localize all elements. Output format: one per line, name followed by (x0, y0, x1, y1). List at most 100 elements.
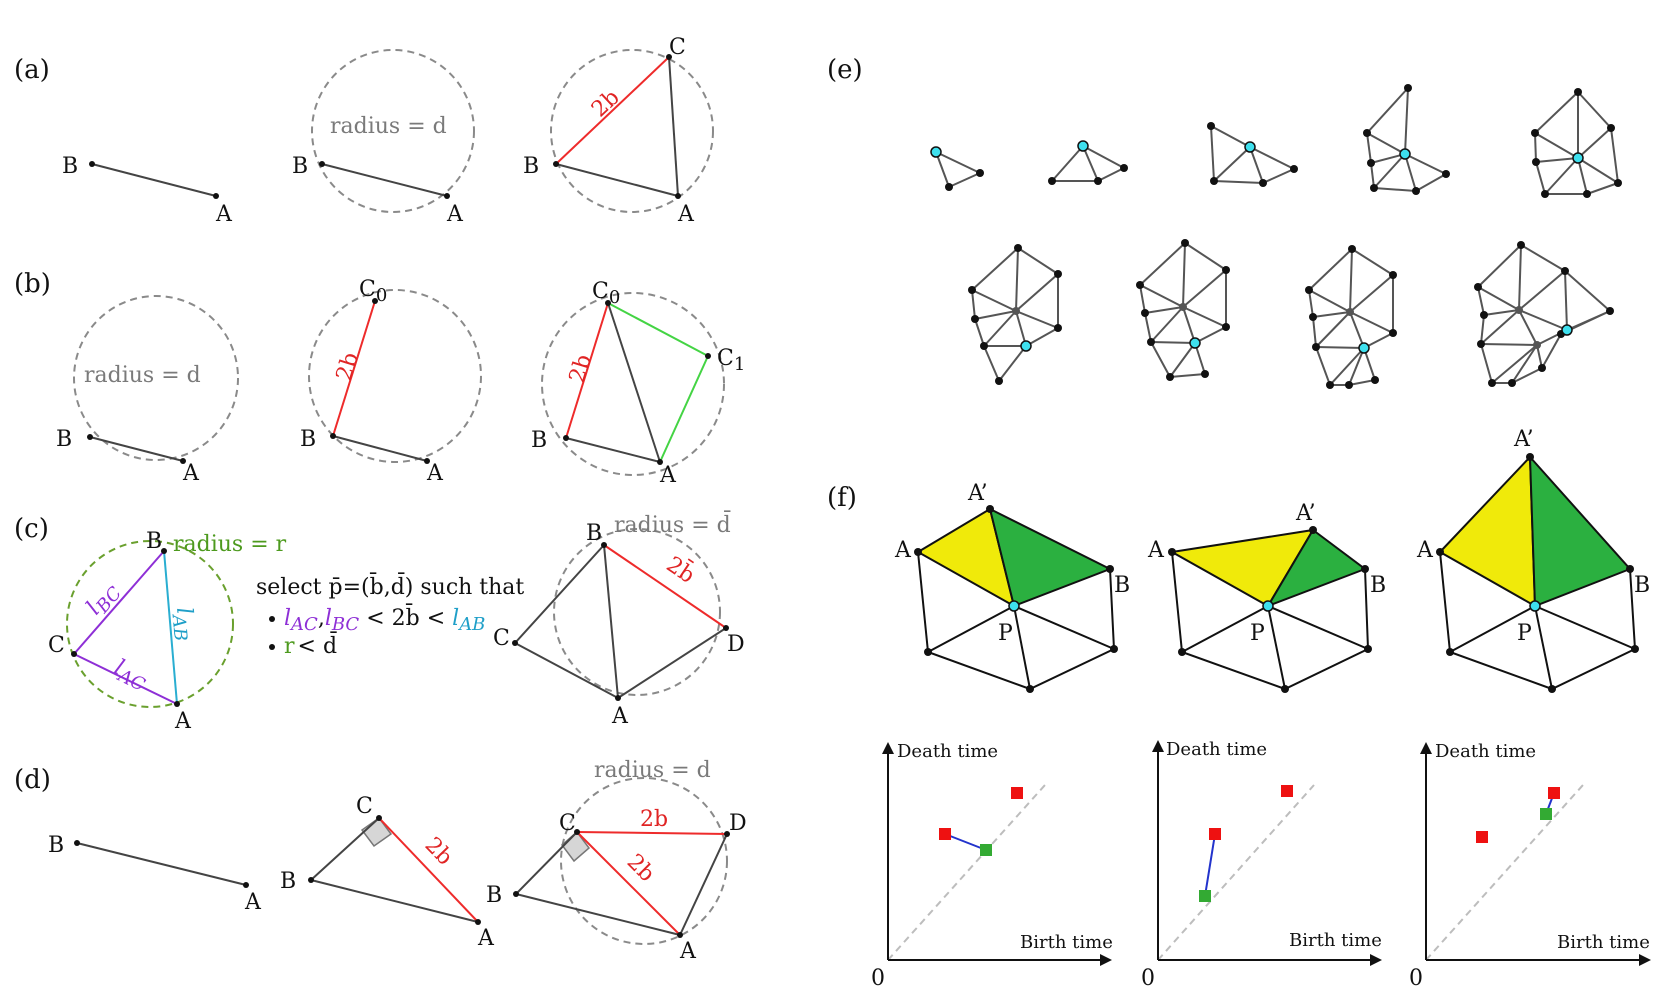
label-a: A (215, 202, 233, 227)
point-d (723, 625, 729, 631)
persistence-diagram-1: Death time Birth time 0 (871, 741, 1113, 991)
segment-bd-red (603, 544, 727, 629)
radius-circle (73, 295, 239, 461)
segment-ab (76, 842, 247, 886)
red-marker (1011, 787, 1023, 799)
panel-f-label: (f) (827, 483, 857, 513)
segment-bc (73, 550, 165, 655)
point-b (553, 161, 559, 167)
radius-circle (308, 289, 482, 463)
pairing-line (1204, 833, 1216, 897)
birth-time-label: Birth time (1557, 932, 1650, 953)
point-c (666, 54, 672, 60)
point-a (243, 882, 249, 888)
segment-bc (515, 831, 578, 895)
red-marker (939, 828, 951, 840)
filtration-complex-1: A A’ B P (894, 481, 1130, 693)
segment-ad (617, 627, 727, 699)
segment-c0a (607, 302, 661, 463)
panel-c-label: (c) (14, 514, 49, 544)
point-c (71, 651, 77, 657)
panel-b-label: (b) (14, 269, 51, 299)
complex-step-9 (1474, 241, 1614, 387)
condition-2: r< d̄ (284, 631, 337, 659)
label-a: A (174, 709, 192, 734)
bullet (269, 616, 275, 622)
label-a: A (426, 461, 444, 486)
circumcircle (541, 292, 725, 476)
birth-time-label: Birth time (1020, 932, 1113, 953)
complex-step-2 (1048, 140, 1128, 185)
green-marker (1540, 808, 1552, 820)
label-a: A (446, 202, 464, 227)
label-p: P (998, 621, 1013, 646)
filtration-complex-3: A A’ B P (1416, 427, 1650, 693)
diagonal (887, 784, 1046, 961)
point-c (376, 815, 382, 821)
label-b: B (300, 427, 316, 452)
segment-ab (91, 163, 217, 197)
label-c0: C0 (359, 277, 387, 306)
segment-ab (321, 163, 448, 197)
point-p (1529, 600, 1541, 612)
panel-d: (d) B A 2b B C A radius = d 2b 2b B (14, 758, 747, 964)
radius-label: radius = d (84, 363, 201, 388)
radius-label: radius = d (594, 758, 711, 783)
radius-dbar-circle (553, 528, 721, 696)
segment-ab (565, 437, 661, 463)
complex-step-1 (930, 146, 984, 191)
persistence-diagram-2: Death time Birth time 0 (1141, 739, 1382, 991)
circumcircle (550, 49, 714, 213)
complex-step-3 (1207, 122, 1298, 187)
label-b: B (146, 529, 162, 554)
panel-d-label: (d) (14, 765, 51, 795)
point-a (180, 458, 186, 464)
segment-ca (668, 56, 679, 197)
point-a (657, 459, 663, 465)
segment-bc0-red (565, 302, 609, 439)
label-b: B (586, 521, 602, 546)
segment-c1a-green (659, 355, 709, 463)
point-b (513, 891, 519, 897)
label-b: B (62, 154, 78, 179)
label-a: A (677, 202, 695, 227)
segment-ba (515, 893, 681, 936)
panel-b: (b) radius = d B A 2b B A C0 2b B A C0 (14, 269, 745, 488)
label-a: A (182, 461, 200, 486)
label-b: B (486, 883, 502, 908)
label-c: C (669, 35, 686, 60)
point-b (87, 434, 93, 440)
point-a (174, 701, 180, 707)
red-marker (1209, 828, 1221, 840)
complex-step-7 (1136, 239, 1230, 381)
diagonal (1425, 784, 1584, 961)
panel-e: (e) (827, 55, 1622, 389)
point-a (475, 919, 481, 925)
death-time-label: Death time (897, 741, 998, 762)
point-a (444, 193, 450, 199)
radius-label: radius = d (330, 114, 447, 139)
label-b: B (292, 154, 308, 179)
point-c0 (372, 298, 378, 304)
complex-step-6 (968, 244, 1062, 385)
segment-bc-red (555, 56, 670, 165)
label-c: C (48, 633, 65, 658)
label-b: B (48, 833, 64, 858)
label-b: B (1114, 573, 1130, 598)
complex-step-8 (1305, 245, 1397, 389)
label-b: B (523, 154, 539, 179)
origin-label: 0 (1141, 966, 1155, 991)
red-marker (1476, 831, 1488, 843)
label-c: C (493, 626, 510, 651)
death-time-label: Death time (1435, 741, 1536, 762)
label-b: B (531, 428, 547, 453)
two-b-label-top: 2b (640, 807, 668, 832)
panel-e-label: (e) (827, 55, 863, 85)
segment-ab (555, 163, 679, 197)
label-c: C (559, 811, 576, 836)
diagonal (1157, 784, 1315, 961)
two-b-label: 2b (587, 85, 625, 122)
segment-ca-red (576, 831, 681, 936)
radius-circle (311, 49, 475, 213)
